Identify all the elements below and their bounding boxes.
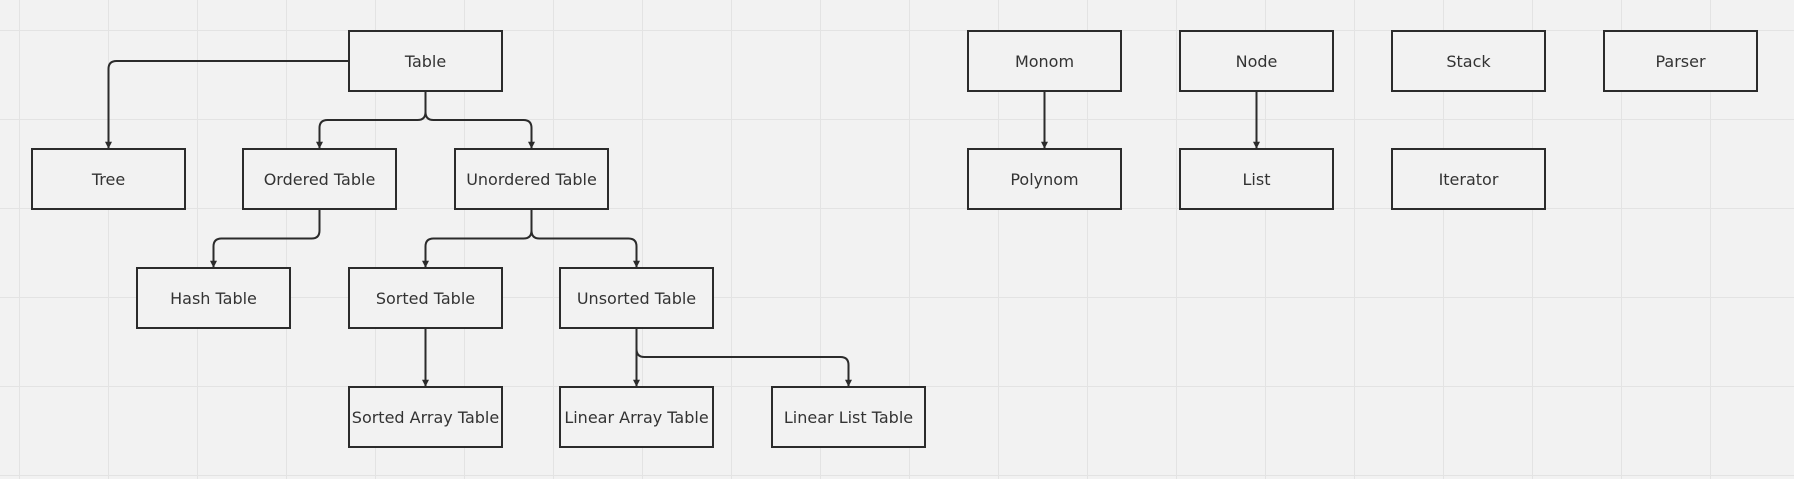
node-monom-label: Monom (1014, 51, 1075, 71)
node-monom[interactable]: Monom (967, 30, 1122, 92)
connector-table-to-unordered-table[interactable] (424, 92, 535, 149)
node-tree-label: Tree (91, 169, 126, 189)
node-polynom[interactable]: Polynom (967, 148, 1122, 210)
node-stack[interactable]: Stack (1391, 30, 1546, 92)
node-node[interactable]: Node (1179, 30, 1334, 92)
node-table[interactable]: Table (348, 30, 503, 92)
connector-unsorted-table-to-linear-list-table[interactable] (635, 329, 852, 387)
connector-unordered-table-to-unsorted-table[interactable] (530, 210, 640, 268)
node-polynom-label: Polynom (1010, 169, 1079, 189)
node-parser[interactable]: Parser (1603, 30, 1758, 92)
node-iterator[interactable]: Iterator (1391, 148, 1546, 210)
node-unsorted-table[interactable]: Unsorted Table (559, 267, 714, 329)
node-linear-list-table-label: Linear List Table (783, 407, 914, 427)
node-list-label: List (1242, 169, 1271, 189)
connector-table-to-tree[interactable] (105, 60, 349, 149)
node-sorted-table[interactable]: Sorted Table (348, 267, 503, 329)
node-linear-array-table-label: Linear Array Table (564, 407, 709, 427)
node-hash-table[interactable]: Hash Table (136, 267, 291, 329)
node-list[interactable]: List (1179, 148, 1334, 210)
node-hash-table-label: Hash Table (170, 288, 257, 308)
node-iterator-label: Iterator (1438, 169, 1499, 189)
node-unsorted-table-label: Unsorted Table (576, 288, 697, 308)
node-sorted-table-label: Sorted Table (375, 288, 476, 308)
node-unordered-table[interactable]: Unordered Table (454, 148, 609, 210)
node-ordered-table[interactable]: Ordered Table (242, 148, 397, 210)
node-ordered-table-label: Ordered Table (263, 169, 376, 189)
connector-ordered-table-to-hash-table[interactable] (210, 210, 321, 268)
node-sorted-array-table-label: Sorted Array Table (351, 407, 500, 427)
node-linear-list-table[interactable]: Linear List Table (771, 386, 926, 448)
node-tree[interactable]: Tree (31, 148, 186, 210)
node-linear-array-table[interactable]: Linear Array Table (559, 386, 714, 448)
node-unordered-table-label: Unordered Table (466, 169, 597, 189)
node-table-label: Table (404, 51, 447, 71)
node-parser-label: Parser (1655, 51, 1706, 71)
node-sorted-array-table[interactable]: Sorted Array Table (348, 386, 503, 448)
connector-table-to-ordered-table[interactable] (316, 92, 427, 149)
connector-unordered-table-to-sorted-table[interactable] (422, 210, 533, 268)
node-stack-label: Stack (1446, 51, 1491, 71)
node-node-label: Node (1235, 51, 1278, 71)
